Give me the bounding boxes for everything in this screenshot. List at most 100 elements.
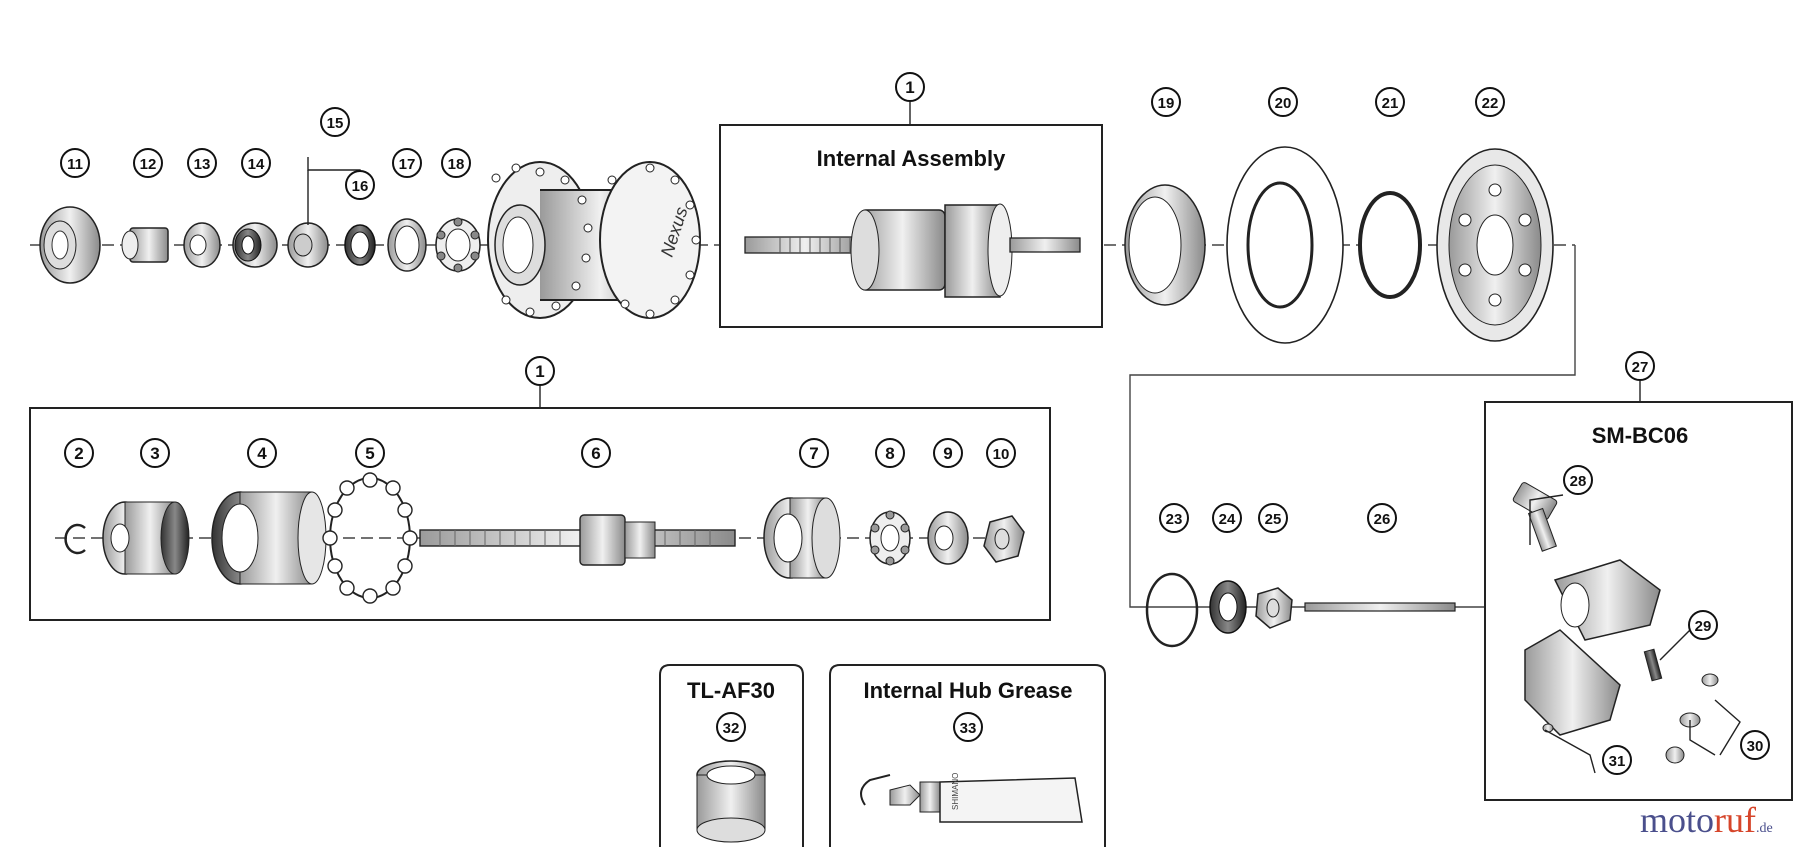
- callout-number: 4: [257, 444, 267, 463]
- part-3-driver: [102, 501, 190, 575]
- hub-shell: Nexus: [487, 161, 701, 319]
- part-18-retainer: [435, 217, 481, 273]
- callout-c9: 9: [933, 438, 963, 468]
- callout-circle: [140, 438, 170, 468]
- callout-circle: [1367, 503, 1397, 533]
- callout-circle: [247, 438, 277, 468]
- part-8-retainer: [869, 510, 911, 566]
- callout-number: 33: [960, 720, 977, 737]
- callout-number: 18: [448, 156, 465, 173]
- callout-number: 30: [1747, 738, 1764, 755]
- watermark-accent: ruf: [1714, 800, 1756, 840]
- callout-c23: 23: [1159, 503, 1189, 533]
- callout-c4: 4: [247, 438, 277, 468]
- callout-circle: [716, 712, 746, 742]
- callout-number: 1: [535, 362, 544, 381]
- callout-circle: [799, 438, 829, 468]
- callout-c18: 18: [441, 148, 471, 178]
- callout-circle: [355, 438, 385, 468]
- callout-circle: [320, 107, 350, 137]
- callout-number: 9: [943, 444, 952, 463]
- callout-number: 24: [1219, 511, 1236, 528]
- callout-circle: [345, 170, 375, 200]
- callout-number: 8: [885, 444, 894, 463]
- part-22-sprocket: [1436, 148, 1554, 342]
- callout-c29: 29: [1688, 610, 1718, 640]
- callout-c31: 31: [1602, 745, 1632, 775]
- callout-c11: 11: [60, 148, 90, 178]
- callout-circle: [64, 438, 94, 468]
- part-11-cone: [39, 206, 101, 284]
- part-4-ring-gear: [211, 491, 327, 585]
- callout-c30: 30: [1740, 730, 1770, 760]
- callout-circle: [895, 72, 925, 102]
- svg-text:motoruf.de: motoruf.de: [1640, 800, 1773, 840]
- callout-c14: 14: [241, 148, 271, 178]
- sm-bc06-title: SM-BC06: [1592, 423, 1689, 448]
- part-5-ball-retainer: [322, 472, 418, 604]
- callout-circle: [60, 148, 90, 178]
- callout-circle: [1159, 503, 1189, 533]
- callout-number: 26: [1374, 511, 1391, 528]
- callout-c27: 27: [1625, 351, 1655, 381]
- callout-number: 13: [194, 156, 211, 173]
- callout-number: 5: [365, 444, 374, 463]
- callout-number: 19: [1158, 95, 1175, 112]
- callout-number: 11: [67, 156, 83, 173]
- callout-circle: [1212, 503, 1242, 533]
- callout-number: 2: [74, 444, 83, 463]
- callout-circle: [1563, 465, 1593, 495]
- internal-assembly-drawing: [744, 203, 1081, 298]
- callout-circle: [1740, 730, 1770, 760]
- callout-c13: 13: [187, 148, 217, 178]
- callout-c7: 7: [799, 438, 829, 468]
- tl-af30-drawing: [696, 760, 766, 843]
- callout-circle: [441, 148, 471, 178]
- part-6-axle: [419, 514, 736, 566]
- callout-c24: 24: [1212, 503, 1242, 533]
- callout-c19: 19: [1151, 87, 1181, 117]
- callout-number: 20: [1275, 95, 1292, 112]
- part-7-clutch: [763, 497, 841, 579]
- grease-title: Internal Hub Grease: [863, 678, 1072, 703]
- callout-c1b: 1: [525, 356, 555, 386]
- callout-c1a: 1: [895, 72, 925, 102]
- callout-circle: [1258, 503, 1288, 533]
- callout-number: 27: [1632, 359, 1649, 376]
- callout-number: 7: [809, 444, 818, 463]
- callout-number: 16: [352, 178, 369, 195]
- callout-number: 29: [1695, 618, 1712, 635]
- callout-c28: 28: [1563, 465, 1593, 495]
- callout-circle: [986, 438, 1016, 468]
- callout-circle: [525, 356, 555, 386]
- callout-circle: [187, 148, 217, 178]
- callout-circle: [1268, 87, 1298, 117]
- callout-c20: 20: [1268, 87, 1298, 117]
- callout-number: 32: [723, 720, 740, 737]
- callout-circle: [1475, 87, 1505, 117]
- callout-c25: 25: [1258, 503, 1288, 533]
- watermark: motoruf.de: [1640, 800, 1773, 840]
- callout-number: 31: [1609, 753, 1626, 770]
- callout-circle: [1625, 351, 1655, 381]
- sm-bc06-drawing: [1512, 482, 1719, 764]
- part-10-nut: [983, 515, 1025, 563]
- callout-c21: 21: [1375, 87, 1405, 117]
- callout-c33: 33: [953, 712, 983, 742]
- callout-c17: 17: [392, 148, 422, 178]
- callout-number: 21: [1382, 95, 1399, 112]
- callout-c26: 26: [1367, 503, 1397, 533]
- internal-assembly-title: Internal Assembly: [817, 146, 1006, 171]
- callout-number: 1: [905, 78, 914, 97]
- callout-number: 22: [1482, 95, 1499, 112]
- callout-c15: 15: [320, 107, 350, 137]
- callout-c2: 2: [64, 438, 94, 468]
- part-15-cone-set: [287, 222, 329, 268]
- tl-af30-box: TL-AF30: [659, 664, 804, 847]
- part-9-cone: [927, 511, 969, 565]
- callout-circle: [392, 148, 422, 178]
- callout-circle: [581, 438, 611, 468]
- grease-box: Internal Hub Grease SHIMANO: [829, 664, 1106, 847]
- callout-circle: [875, 438, 905, 468]
